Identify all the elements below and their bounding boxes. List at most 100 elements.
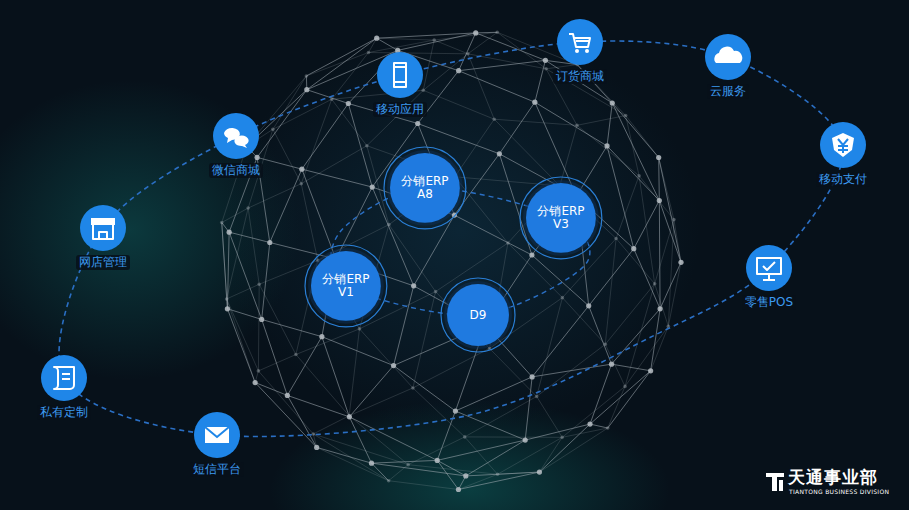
icon-stroke (93, 225, 113, 239)
wire-dot (456, 68, 461, 73)
wire (248, 208, 259, 284)
wire-dot (463, 473, 468, 478)
wire-dot (220, 221, 224, 225)
wire (332, 99, 367, 145)
wire (367, 90, 423, 145)
wire-dot (532, 100, 537, 105)
wire-dot (330, 97, 334, 101)
wire-dot (496, 472, 500, 476)
erp-circle (311, 251, 381, 321)
wire (655, 220, 674, 284)
erp-circle (526, 183, 596, 253)
wire-dot (271, 128, 275, 132)
wire (301, 99, 331, 183)
wire (498, 437, 563, 474)
wire (458, 474, 497, 489)
wire (389, 225, 436, 292)
wire-dot (544, 67, 548, 71)
wire-dot (314, 445, 319, 450)
icon-stroke (757, 258, 781, 274)
wire-dot (453, 408, 458, 413)
wire (349, 366, 393, 417)
icon-circle (376, 51, 424, 99)
wire-dot (560, 436, 564, 440)
wire (349, 388, 413, 416)
icon-stroke (763, 274, 775, 280)
wire (302, 103, 348, 169)
erp-label: 分销ERP V3 (537, 205, 584, 231)
service-node: 移动应用 (373, 51, 427, 117)
wire (368, 53, 467, 54)
wire-dot (305, 74, 309, 78)
service-label: 微信商城 (209, 163, 263, 178)
logo-text: 天通事业部 (788, 468, 878, 487)
wire-dot (604, 143, 609, 148)
wire (227, 299, 259, 371)
wire-dot (606, 426, 610, 430)
icon-stroke (234, 136, 248, 148)
logo-subtitle: TIANTONG BUSINESS DIVISION (789, 488, 889, 496)
wire-dot (254, 155, 259, 160)
icon-circle (745, 244, 793, 292)
erp-circle (390, 153, 460, 223)
wire (306, 38, 376, 76)
wire (625, 326, 668, 386)
icon-stroke (838, 139, 848, 153)
wire (532, 364, 611, 377)
wire (273, 129, 301, 183)
wire (539, 428, 607, 472)
wire (539, 424, 590, 472)
wire (302, 169, 372, 187)
wire (359, 329, 412, 388)
service-label: 私有定制 (37, 405, 91, 420)
wire (313, 434, 388, 481)
wire (659, 201, 661, 309)
wire (302, 169, 336, 259)
wire-dot (365, 144, 369, 148)
wire (537, 396, 563, 437)
wire-dot (432, 38, 436, 42)
wire (546, 69, 626, 116)
wire-dot (506, 241, 510, 245)
wire (348, 103, 372, 187)
wire (423, 40, 434, 90)
wire-dot (648, 368, 653, 373)
wire-dot (523, 437, 528, 442)
wire (658, 158, 660, 201)
wire (248, 184, 301, 208)
icon-stroke (205, 427, 229, 437)
wire (414, 215, 455, 286)
wire (255, 383, 287, 396)
icon-circle (79, 204, 127, 252)
wire (490, 348, 537, 396)
erp-circle (447, 284, 509, 346)
wire (612, 103, 658, 158)
wire (349, 417, 371, 463)
wire (459, 71, 535, 102)
wire (498, 472, 540, 474)
wire (408, 437, 465, 465)
icon-stroke (54, 367, 74, 389)
wire (655, 284, 669, 327)
service-node: 云服务 (704, 33, 752, 99)
wire (408, 465, 497, 475)
erp-node: D9 (439, 276, 517, 354)
wire-dot (678, 260, 683, 265)
wire (608, 386, 625, 428)
icon-stroke (394, 63, 406, 87)
wire (307, 38, 377, 90)
icon-stroke (394, 66, 406, 68)
glow (220, 30, 700, 430)
wire-dot (391, 363, 396, 368)
wire (466, 440, 525, 476)
wire (270, 169, 302, 242)
wire (497, 32, 546, 69)
wire-dot (253, 380, 258, 385)
icon-circle (194, 412, 240, 458)
wire (465, 437, 498, 474)
icon-stroke (576, 40, 589, 42)
icon-stroke (394, 81, 406, 83)
wire (465, 396, 537, 436)
icon-stroke (91, 218, 115, 225)
wire-dot (346, 101, 351, 106)
